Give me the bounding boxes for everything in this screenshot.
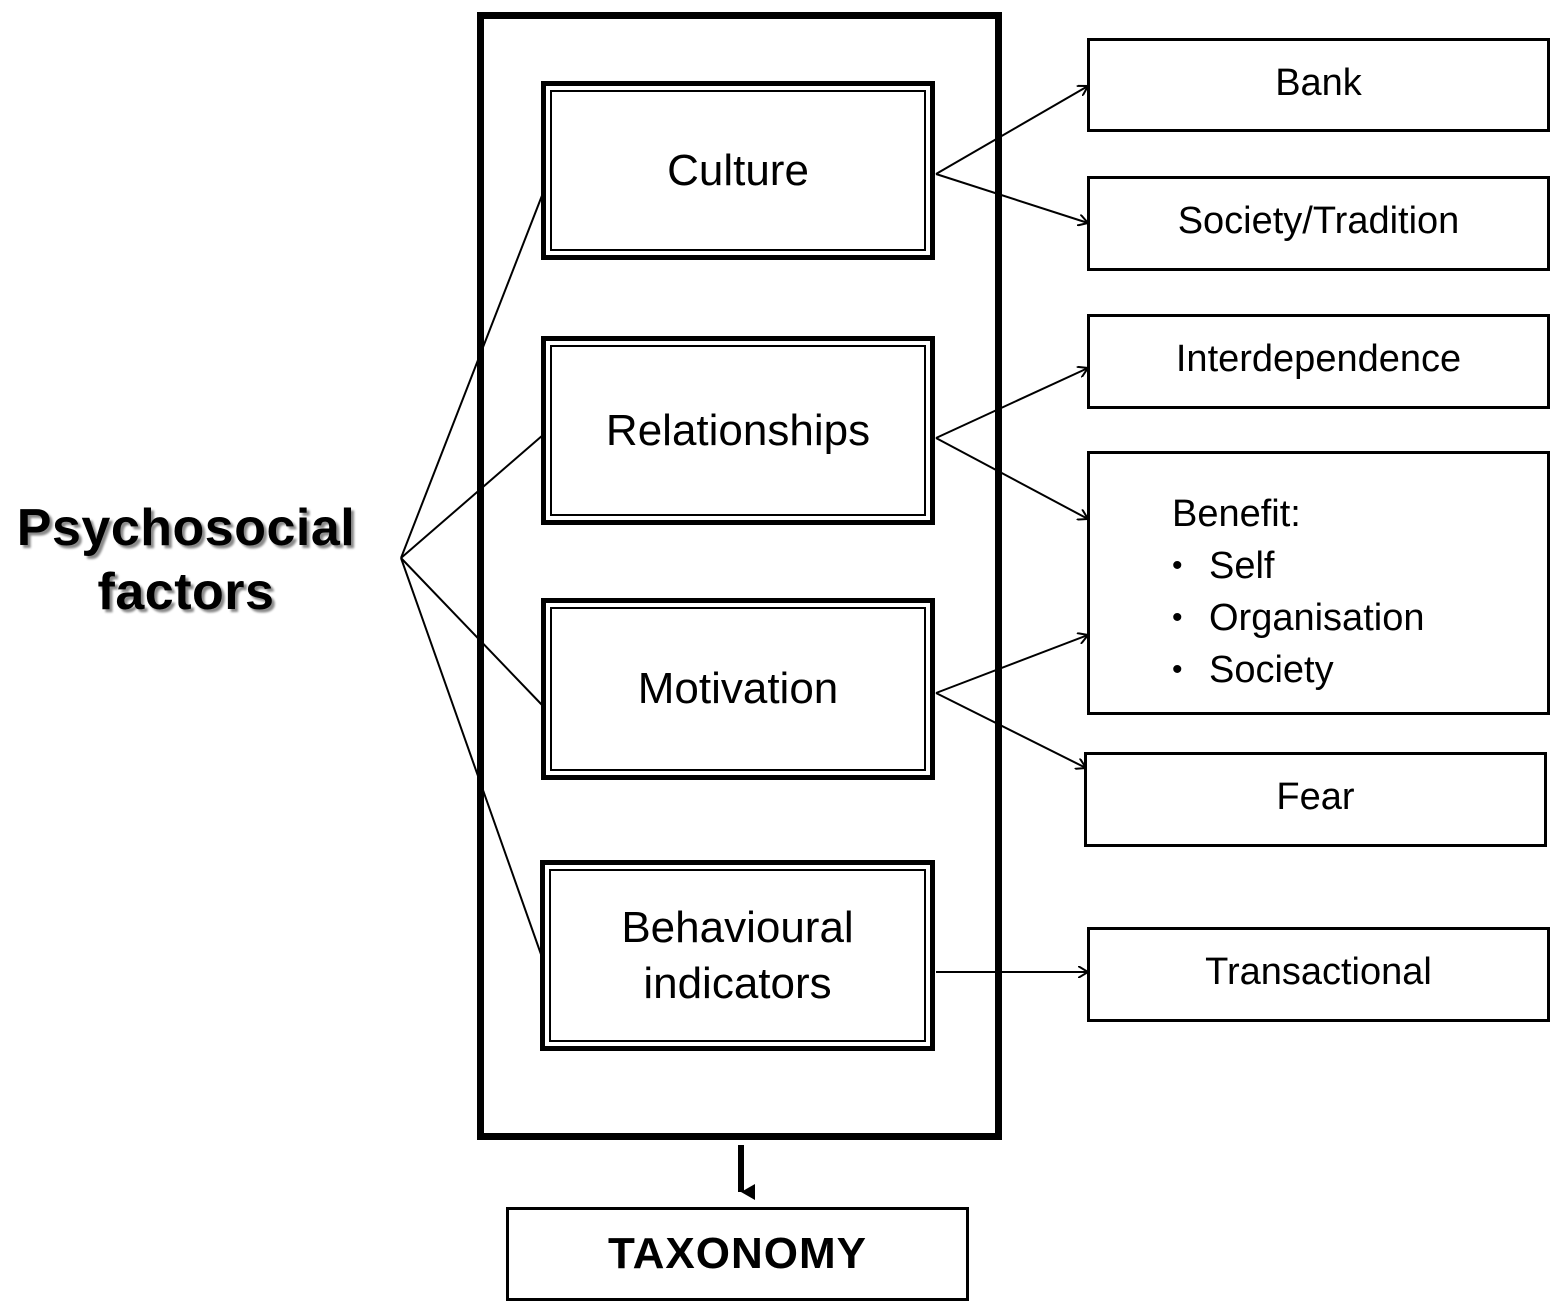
factor-box-behavioural-indicators: Behavioural indicators — [540, 860, 935, 1051]
leaf-box-benefit: Benefit: Self Organisation Society — [1087, 451, 1550, 715]
factor-label-behavioural-line-2: indicators — [643, 958, 832, 1008]
benefit-item-organisation: Organisation — [1172, 592, 1547, 644]
leaf-label-bank: Bank — [1275, 61, 1362, 104]
factor-box-motivation: Motivation — [541, 598, 935, 780]
arrow-culture-society-tradition — [935, 173, 1088, 223]
leaf-box-fear: Fear — [1084, 752, 1547, 847]
connector-root-motivation — [400, 557, 544, 707]
root-label-line-2: factors — [97, 563, 275, 621]
leaf-box-bank: Bank — [1087, 38, 1550, 132]
factors-container — [477, 12, 1002, 1140]
arrow-motivation-benefit — [935, 635, 1088, 694]
factor-label-behavioural-line-1: Behavioural — [621, 902, 854, 952]
factor-label-relationships: Relationships — [605, 405, 871, 455]
factor-label-motivation: Motivation — [637, 664, 839, 713]
leaf-label-society-tradition: Society/Tradition — [1177, 200, 1460, 242]
root-label-line-1: Psychosocial — [16, 499, 356, 557]
leaf-label-interdependence: Interdependence — [1175, 338, 1462, 380]
connector-root-relationships — [400, 434, 544, 559]
leaf-box-society-tradition: Society/Tradition — [1087, 176, 1550, 271]
connector-root-culture — [400, 192, 544, 559]
leaf-label-transactional: Transactional — [1205, 951, 1432, 993]
arrow-relationships-interdependence — [935, 368, 1088, 439]
factor-box-relationships: Relationships — [541, 336, 935, 525]
taxonomy-box: TAXONOMY — [506, 1207, 969, 1301]
connector-root-behavioural — [400, 557, 544, 961]
arrow-culture-bank — [935, 86, 1088, 175]
benefit-title: Benefit: — [1172, 493, 1301, 535]
factor-box-culture: Culture — [541, 81, 935, 260]
factor-label-culture: Culture — [667, 145, 809, 195]
arrow-motivation-fear — [935, 692, 1086, 768]
benefit-list: Self Organisation Society — [1172, 540, 1547, 696]
benefit-item-society: Society — [1172, 644, 1547, 696]
taxonomy-label: TAXONOMY — [608, 1229, 867, 1278]
leaf-box-interdependence: Interdependence — [1087, 314, 1550, 409]
leaf-label-fear: Fear — [1276, 776, 1355, 818]
benefit-item-self: Self — [1172, 540, 1547, 592]
root-label-psychosocial-factors: Psychosocial factors — [0, 496, 372, 624]
arrow-relationships-benefit — [935, 437, 1088, 519]
leaf-box-transactional: Transactional — [1087, 927, 1550, 1022]
